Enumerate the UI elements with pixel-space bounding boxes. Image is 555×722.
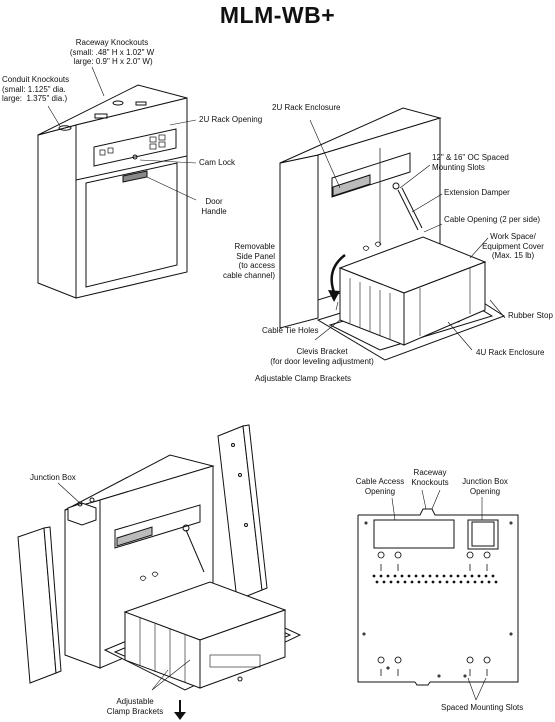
rack-enclosure-2u-label: 2U Rack Enclosure: [272, 103, 341, 112]
figure-exploded: [17, 424, 302, 720]
raceway-knockouts-label-2: Raceway Knockouts: [411, 468, 449, 487]
junction-box-label: Junction Box: [30, 473, 76, 482]
figure-open-box: [279, 107, 506, 361]
junction-box-opening-label: Junction Box Opening: [462, 477, 508, 496]
mounting-slots-label: 12" & 16" OC Spaced Mounting Slots: [432, 153, 509, 172]
figure-closed-box: [37, 66, 197, 299]
rack-opening-label: 2U Rack Opening: [199, 115, 263, 124]
rack-enclosure-4u-label: 4U Rack Enclosure: [476, 348, 545, 357]
rubber-stop-label: Rubber Stop: [508, 311, 553, 320]
removable-panel-label: Removable Side Panel (to access cable ch…: [222, 242, 275, 280]
door-handle-label: Door Handle: [201, 197, 227, 216]
clamp-brackets-label: Adjustable Clamp Brackets: [255, 374, 352, 383]
clamp-brackets-label-2: Adjustable Clamp Brackets: [106, 697, 164, 716]
cable-tie-holes-label: Cable Tie Holes: [262, 326, 319, 335]
conduit-knockouts-label: Conduit Knockouts (small: 1.125" dia. la…: [2, 75, 70, 103]
figure-back-panel: [357, 489, 519, 701]
page-title: MLM-WB+: [219, 2, 336, 28]
cam-lock-label: Cam Lock: [199, 158, 236, 167]
clevis-bracket-label: Clevis Bracket (for door leveling adjust…: [270, 347, 374, 366]
raceway-knockouts-label: Raceway Knockouts (small: .48" H x 1.02"…: [69, 38, 155, 66]
work-space-label: Work Space/ Equipment Cover (Max. 15 lb): [482, 232, 544, 260]
extension-damper-label: Extension Damper: [444, 188, 510, 197]
spaced-slots-label: Spaced Mounting Slots: [441, 703, 524, 712]
cable-opening-label: Cable Opening (2 per side): [444, 215, 541, 224]
cable-access-label: Cable Access Opening: [355, 477, 405, 496]
